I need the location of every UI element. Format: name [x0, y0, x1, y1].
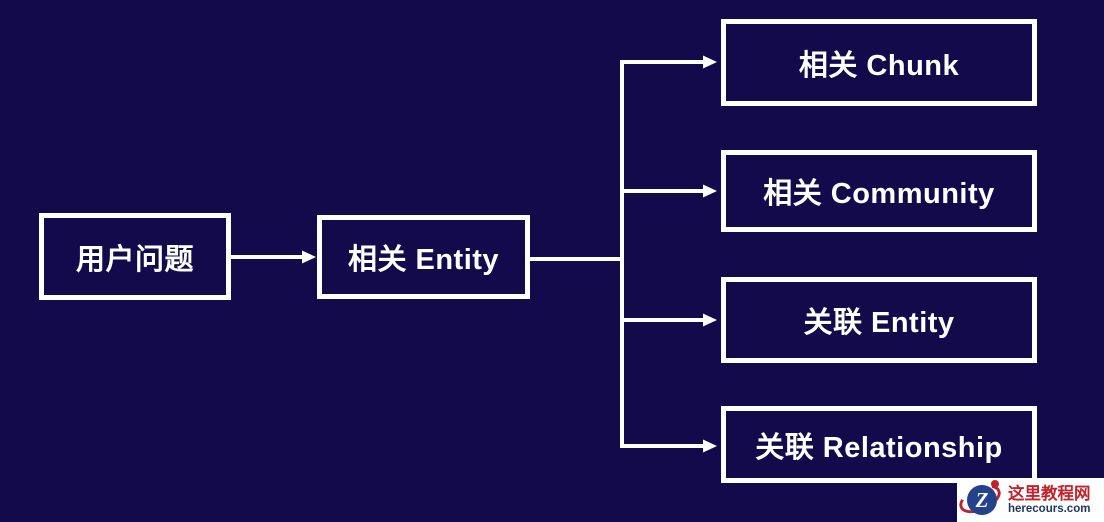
node-linked-entity: 关联 Entity	[721, 277, 1037, 363]
node-user-question: 用户问题	[39, 213, 231, 300]
site-logo-icon: Z	[955, 478, 1007, 522]
node-user-question-label: 用户问题	[75, 243, 194, 276]
node-related-chunk: 相关 Chunk	[721, 19, 1037, 106]
node-related-entity-label: 相关 Entity	[347, 244, 500, 276]
watermark-site-name: 这里教程网	[1008, 484, 1091, 503]
logo-letter: Z	[975, 487, 989, 512]
watermark-text: 这里教程网 herecours.com	[1007, 485, 1091, 516]
node-linked-relationship: 关联 Relationship	[721, 406, 1037, 483]
watermark-site-url: herecours.com	[1008, 502, 1091, 515]
node-related-community-label: 相关 Community	[763, 178, 995, 210]
logo-orbit-ball	[991, 480, 999, 488]
node-related-entity: 相关 Entity	[317, 215, 530, 299]
node-related-community: 相关 Community	[721, 150, 1037, 232]
node-linked-relationship-label: 关联 Relationship	[755, 431, 1003, 464]
site-watermark: Z 这里教程网 herecours.com	[955, 478, 1104, 522]
node-related-chunk-label: 相关 Chunk	[798, 49, 960, 82]
logo-letter-badge: Z	[967, 485, 997, 515]
node-linked-entity-label: 关联 Entity	[803, 307, 955, 339]
